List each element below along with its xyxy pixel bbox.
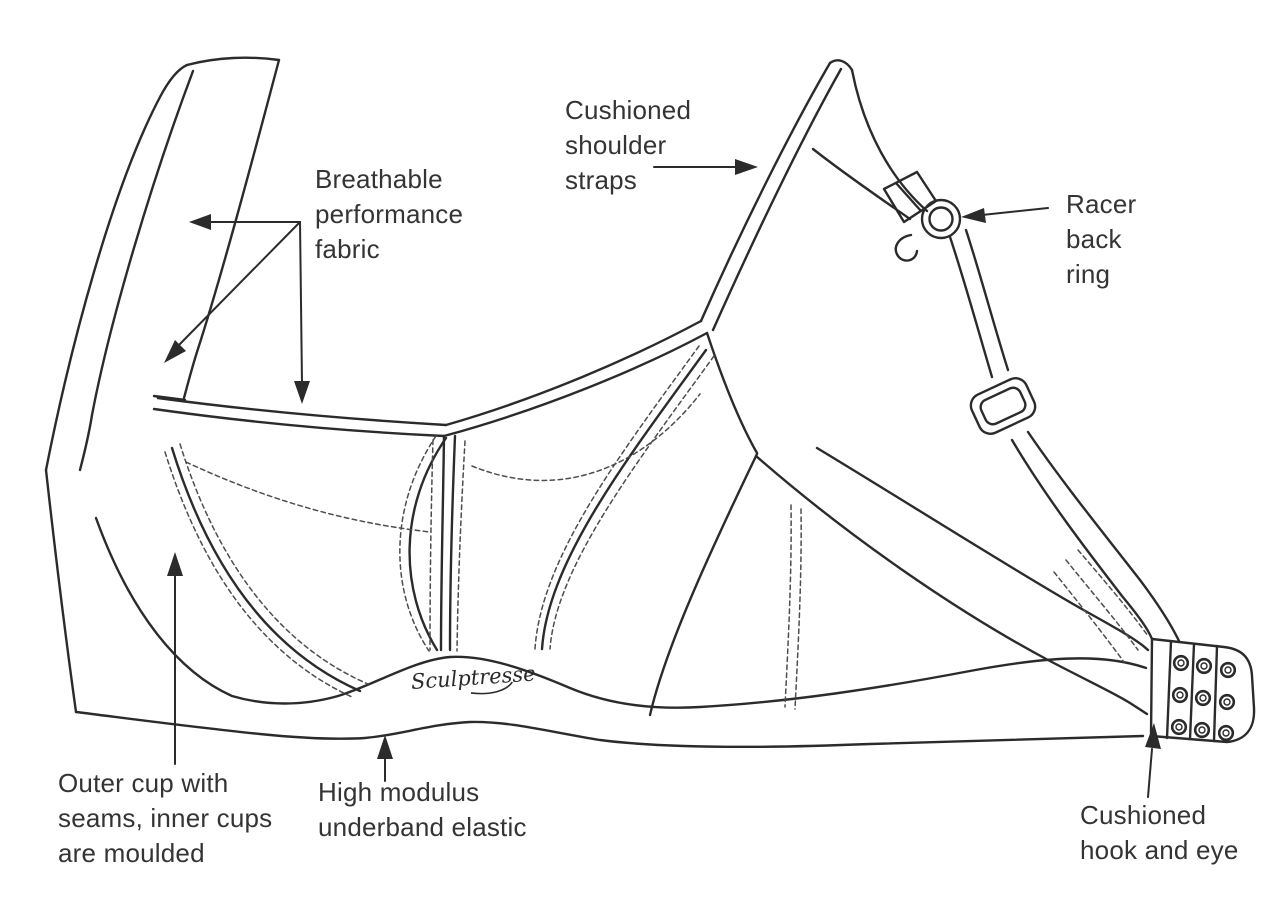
back-strap-edge-c [1010, 438, 1154, 641]
stitch-right-cup-b [549, 355, 715, 650]
label-cushioned-shoulder-straps: Cushioned shoulder straps [565, 93, 691, 198]
arrowhead-hook-eye [1145, 723, 1161, 749]
label-breathable-performance-fabric: Breathable performance fabric [315, 162, 463, 267]
label-line: are moulded [58, 838, 205, 868]
right-strap-inner-line [711, 67, 843, 332]
hook-eye-eyelet-centers [1175, 659, 1232, 737]
hook-eye-eyelets [1170, 654, 1237, 742]
stitch-wing-b [794, 508, 802, 710]
left-wing-edge [44, 468, 78, 714]
arrow-line-fabric-cup [299, 221, 303, 385]
left-cup-inner-seam [408, 436, 448, 652]
brand-logo-swash [470, 681, 513, 695]
label-line: Breathable [315, 164, 443, 194]
arrowhead-racer-ring [961, 208, 986, 223]
stitch-left-inner-cup [399, 435, 437, 652]
underband-bottom-edge [74, 710, 1145, 749]
brand-logo-text: Sculptresse [410, 661, 536, 694]
neckline-lower-right [442, 331, 709, 438]
right-strap-diagonal-fold [811, 147, 912, 221]
back-strap-edge-a [948, 235, 994, 379]
hook-eye-divider-1 [1165, 639, 1173, 740]
neckline-upper-left [156, 396, 448, 427]
callout-arrows [164, 159, 1161, 798]
label-line: Racer [1066, 189, 1137, 219]
label-line: performance [315, 199, 464, 229]
back-strap-edge-d [1026, 430, 1182, 645]
left-strap-inner-edge [182, 58, 281, 400]
stitch-elastic-1 [1065, 559, 1139, 651]
label-outer-cup-seams: Outer cup with seams, inner cups are mou… [58, 766, 272, 871]
left-strap-fold-line [78, 69, 195, 472]
neckline-lower-left [152, 407, 446, 438]
stitch-gore-left [429, 439, 434, 651]
label-line: seams, inner cups [58, 803, 273, 833]
arrow-line-racer-ring [981, 207, 1049, 216]
right-strap-lower-junction [705, 331, 759, 455]
label-line: underband elastic [318, 812, 527, 842]
left-strap-base-seam [152, 394, 187, 402]
label-cushioned-hook-and-eye: Cushioned hook and eye [1080, 798, 1239, 868]
arrow-line-hook-eye [1147, 748, 1153, 798]
label-line: High modulus [318, 777, 480, 807]
hook-eye-divider-2 [1188, 642, 1196, 741]
label-high-modulus-underband: High modulus underband elastic [318, 775, 527, 845]
stitch-lines [164, 345, 1149, 710]
brand-logo: Sculptresse [410, 661, 536, 695]
strap-connector-fold [894, 181, 923, 213]
left-strap-outer-edge [44, 63, 189, 472]
stitch-wing-a [784, 504, 792, 708]
right-strap-back-edge [850, 68, 929, 213]
strap-slider [969, 377, 1037, 435]
arrow-line-fabric-lower-strap [177, 221, 301, 347]
arrowhead-underband [377, 735, 393, 759]
gore-right-line [448, 434, 457, 652]
label-line: Outer cup with [58, 768, 229, 798]
hook-and-eye-tab [1149, 637, 1256, 744]
arrowhead-fabric-lower-strap [164, 340, 186, 363]
stitch-gore-right [456, 440, 466, 652]
stitch-neckline-right [471, 393, 701, 482]
wing-top-edge [815, 446, 1150, 652]
stitch-left-cup-b [179, 443, 369, 685]
back-strap-edge-b [964, 228, 1010, 372]
wing-bottom-edge [754, 454, 1149, 716]
left-strap-top-edge [185, 56, 281, 67]
stitch-right-cup-a [534, 345, 700, 650]
label-line: shoulder [565, 130, 667, 160]
arrowhead-fabric-cup [294, 381, 310, 404]
right-cup-side-seam [648, 452, 759, 717]
label-racer-back-ring: Racer back ring [1066, 187, 1136, 292]
hook-eye-divider-3 [1212, 644, 1219, 743]
arrowhead-fabric-strap [189, 214, 211, 230]
right-cup-seam [540, 348, 708, 651]
racer-ring-outer [920, 198, 962, 240]
stitch-left-cup-a [164, 451, 353, 698]
label-line: hook and eye [1080, 835, 1239, 865]
bra-outline [44, 56, 1256, 749]
underband-top-edge [94, 516, 1148, 709]
label-line: back [1066, 224, 1122, 254]
ring-hook [894, 233, 919, 262]
left-cup-seam [170, 446, 362, 693]
gore-left-line [439, 434, 446, 652]
label-line: Cushioned [565, 95, 692, 125]
label-line: fabric [315, 234, 380, 264]
racer-ring-inner [928, 206, 954, 232]
stitch-elastic-2 [1077, 549, 1149, 637]
neckline-upper-right [444, 319, 703, 427]
stitch-elastic-3 [1053, 571, 1125, 663]
arrowhead-outer-cup [167, 552, 183, 576]
right-strap-front-edge [699, 61, 832, 323]
label-line: ring [1066, 259, 1111, 289]
label-line: straps [565, 165, 638, 195]
right-strap-top-fold [828, 59, 854, 72]
arrowhead-shoulder-strap [735, 159, 758, 175]
label-line: Cushioned [1080, 800, 1207, 830]
stitch-neckline-left [185, 461, 431, 533]
